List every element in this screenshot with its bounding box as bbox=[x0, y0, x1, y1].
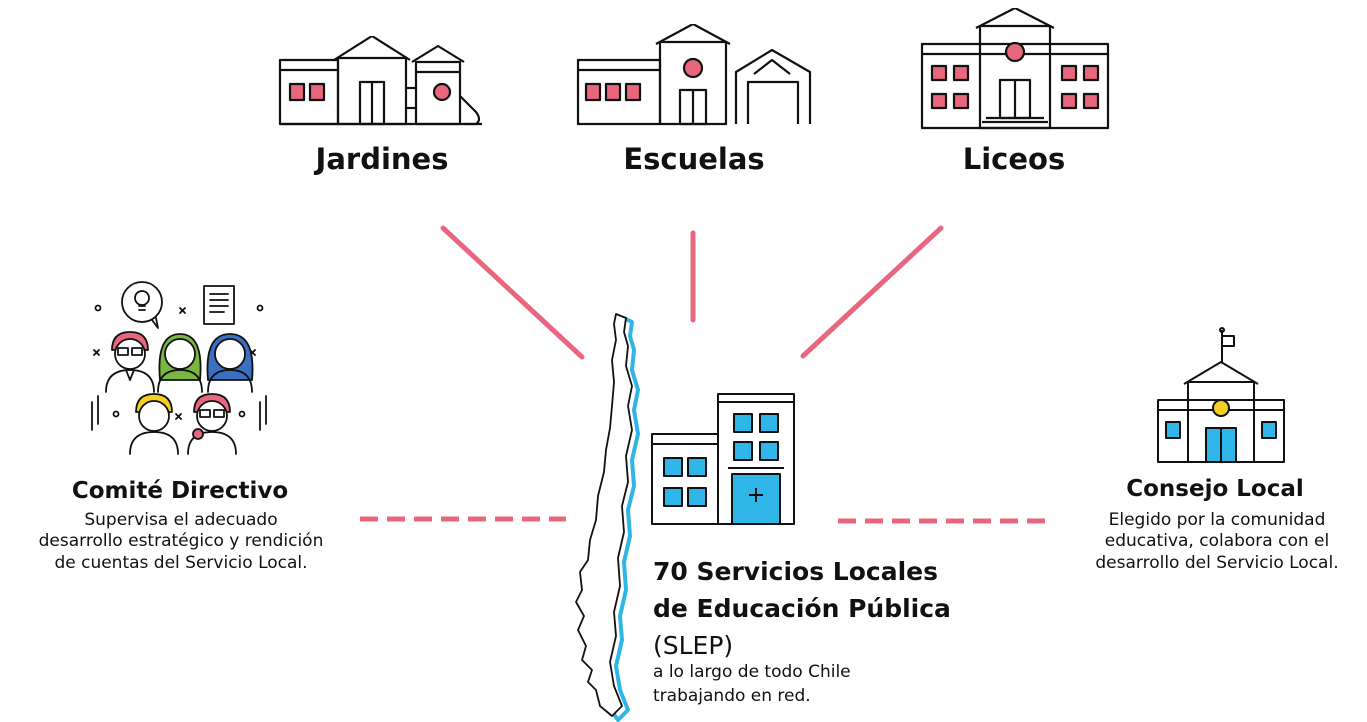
comite-description: Supervisa el adecuado desarrollo estraté… bbox=[0, 510, 362, 574]
comite-desc-line: de cuentas del Servicio Local. bbox=[54, 552, 308, 573]
committee-people-icon bbox=[91, 281, 267, 455]
comite-desc-line: Supervisa el adecuado bbox=[84, 510, 278, 530]
label-escuelas: Escuelas bbox=[623, 142, 765, 176]
connector-jardines bbox=[440, 225, 585, 360]
comite-desc-line: desarrollo estratégico y rendición bbox=[38, 531, 324, 552]
label-liceos: Liceos bbox=[962, 142, 1066, 176]
slep-subtitle-line: trabajando en red. bbox=[653, 686, 811, 706]
high-school-building-icon bbox=[920, 8, 1110, 130]
chile-map-icon bbox=[575, 313, 640, 722]
slep-title-line: de Educación Pública bbox=[653, 594, 951, 623]
slep-abbreviation: (SLEP) bbox=[653, 631, 734, 660]
office-building-icon bbox=[651, 393, 795, 525]
slep-title-line: 70 Servicios Locales bbox=[653, 557, 938, 586]
connector-liceos bbox=[800, 225, 944, 359]
school-building-icon bbox=[576, 24, 812, 126]
slep-subtitle-line: a lo largo de todo Chile bbox=[653, 662, 851, 682]
consejo-desc-line: educativa, colabora con el bbox=[1104, 531, 1330, 552]
label-jardines: Jardines bbox=[315, 142, 449, 176]
slep-title: 70 Servicios Locales de Educación Públic… bbox=[653, 553, 951, 664]
town-hall-building-icon bbox=[1157, 327, 1285, 463]
consejo-title: Consejo Local bbox=[1126, 476, 1304, 502]
comite-title: Comité Directivo bbox=[71, 478, 289, 504]
consejo-description: Elegido por la comunidad educativa, cola… bbox=[1070, 510, 1364, 574]
slep-subtitle: a lo largo de todo Chile trabajando en r… bbox=[653, 660, 851, 708]
consejo-desc-line: Elegido por la comunidad bbox=[1108, 510, 1326, 530]
kindergarten-building-icon bbox=[278, 36, 482, 126]
consejo-desc-line: desarrollo del Servicio Local. bbox=[1095, 552, 1339, 573]
